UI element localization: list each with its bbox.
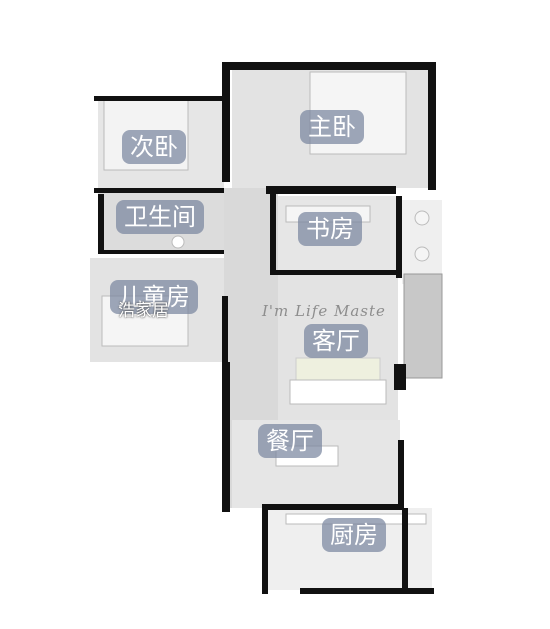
watermark-script: I'm Life Maste [262, 302, 386, 320]
sink-bathroom [171, 235, 185, 249]
room-label-second-bedroom: 次卧 [122, 130, 186, 164]
room-label-master-bedroom: 主卧 [300, 110, 364, 144]
chair-balcony-2 [414, 246, 430, 262]
room-label-living-room: 客厅 [304, 324, 368, 358]
walls [94, 62, 436, 594]
room-label-bathroom: 卫生间 [116, 200, 204, 234]
sofa-living-room [289, 379, 387, 405]
room-label-kids-room: 儿童房 [110, 280, 198, 314]
chair-balcony-1 [414, 210, 430, 226]
watermark-brand: 浩家居 [118, 301, 169, 321]
room-label-dining-room: 餐厅 [258, 424, 322, 458]
room-label-study: 书房 [298, 212, 362, 246]
checkered-floor-balcony [403, 273, 443, 379]
room-label-kitchen: 厨房 [322, 518, 386, 552]
